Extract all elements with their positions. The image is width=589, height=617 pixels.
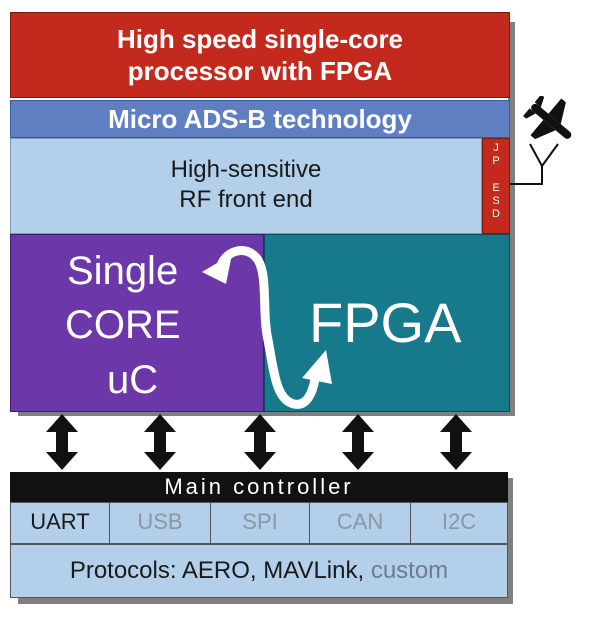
tech-bar: Micro ADS-B technology bbox=[10, 100, 510, 138]
double-arrow-icon bbox=[144, 414, 176, 470]
rf-front-end: High-sensitive RF front end bbox=[10, 138, 482, 234]
fpga-label: FPGA bbox=[309, 291, 462, 354]
esd-letter-d: D bbox=[492, 208, 500, 220]
interface-row: UART USB SPI CAN I2C bbox=[10, 502, 508, 544]
double-arrow-icon bbox=[244, 414, 276, 470]
fpga-block: FPGA bbox=[264, 234, 510, 412]
protocols-label: Protocols: AERO, MAVLink, bbox=[69, 557, 365, 584]
esd-letter-s: S bbox=[492, 195, 500, 207]
cpu-line-2: CORE bbox=[65, 303, 181, 347]
airplane-icon bbox=[523, 96, 572, 140]
jp-letter-j: J bbox=[493, 142, 499, 154]
interface-can: CAN bbox=[310, 503, 411, 543]
protocols-custom: custom bbox=[370, 557, 449, 584]
title-line-1: High speed single-core bbox=[116, 24, 404, 54]
protocols-row: Protocols: AERO, MAVLink, custom bbox=[10, 544, 508, 598]
upper-block-shadow-bottom bbox=[18, 410, 515, 416]
interface-spi: SPI bbox=[211, 503, 310, 543]
antenna-icon bbox=[510, 143, 559, 185]
double-arrow-icon bbox=[342, 414, 374, 470]
jp-esd-strip: J P E S D bbox=[482, 138, 510, 234]
title-line-2: processor with FPGA bbox=[127, 56, 393, 86]
double-arrow-icon bbox=[440, 414, 472, 470]
lower-block-shadow-right bbox=[506, 478, 513, 603]
interface-usb: USB bbox=[110, 503, 211, 543]
main-controller-header: Main controller bbox=[10, 472, 508, 502]
double-arrows-row bbox=[46, 414, 472, 470]
title-banner: High speed single-core processor with FP… bbox=[10, 12, 510, 98]
rf-line-1: High-sensitive bbox=[170, 156, 322, 183]
lower-block-shadow-bottom bbox=[18, 598, 513, 604]
cpu-line-1: Single bbox=[67, 249, 179, 293]
upper-block-shadow-right bbox=[508, 22, 515, 415]
jp-letter-p: P bbox=[492, 155, 500, 167]
interface-uart: UART bbox=[11, 503, 110, 543]
interface-i2c: I2C bbox=[441, 509, 477, 534]
loop-arrow-icon bbox=[202, 246, 332, 409]
cpu-line-3: uC bbox=[107, 358, 159, 402]
rf-line-2: RF front end bbox=[179, 186, 313, 213]
esd-letter-e: E bbox=[492, 182, 500, 194]
double-arrow-icon bbox=[46, 414, 78, 470]
